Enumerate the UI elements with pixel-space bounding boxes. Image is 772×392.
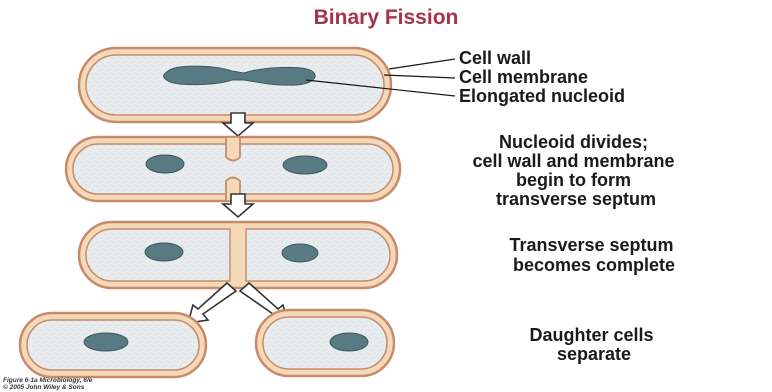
diagram-title: Binary Fission — [314, 6, 459, 29]
stage-3-label: Transverse septum becomes complete — [509, 235, 678, 275]
nucleoid — [283, 156, 327, 174]
cell-membrane-label: Cell membrane — [459, 67, 588, 87]
stage-4-label-line: Daughter cells — [529, 325, 653, 345]
cell-membrane — [86, 55, 384, 115]
stage-4-label-line: separate — [557, 344, 631, 364]
figure-credit: Figure 6-1a Microbiology, 6/e © 2005 Joh… — [3, 377, 94, 391]
stage-2-label-line: Nucleoid divides; — [499, 132, 648, 152]
stage-2-cell — [66, 137, 400, 201]
cell-wall-label: Cell wall — [459, 48, 531, 68]
stage-1-cell — [79, 48, 391, 122]
stage-3-cells — [79, 222, 397, 288]
cell-wall-leader — [389, 59, 455, 69]
stage-3-label-line: becomes complete — [513, 255, 675, 275]
septum-top-notch — [226, 137, 240, 161]
daughter-cell-right — [256, 310, 394, 376]
stage-2-label-line: cell wall and membrane — [472, 151, 674, 171]
stage-3-label-line: Transverse septum — [509, 235, 673, 255]
stage-4-label: Daughter cells separate — [529, 325, 658, 364]
stage-2-label-line: transverse septum — [496, 189, 656, 209]
figure-credit-line: Figure 6-1a Microbiology, 6/e — [3, 377, 93, 384]
stage-2-label-line: begin to form — [516, 170, 631, 190]
nucleoid — [282, 244, 318, 262]
nucleoid — [146, 155, 184, 173]
daughter-cell-left — [20, 313, 206, 377]
stage-2-label: Nucleoid divides; cell wall and membrane… — [472, 132, 679, 209]
nucleoid — [330, 333, 368, 351]
elongated-nucleoid-label: Elongated nucleoid — [459, 86, 625, 106]
nucleoid — [145, 243, 183, 261]
nucleoid — [84, 333, 128, 351]
figure-credit-line: © 2005 John Wiley & Sons — [3, 383, 85, 391]
cell-membrane-leader — [384, 75, 455, 78]
